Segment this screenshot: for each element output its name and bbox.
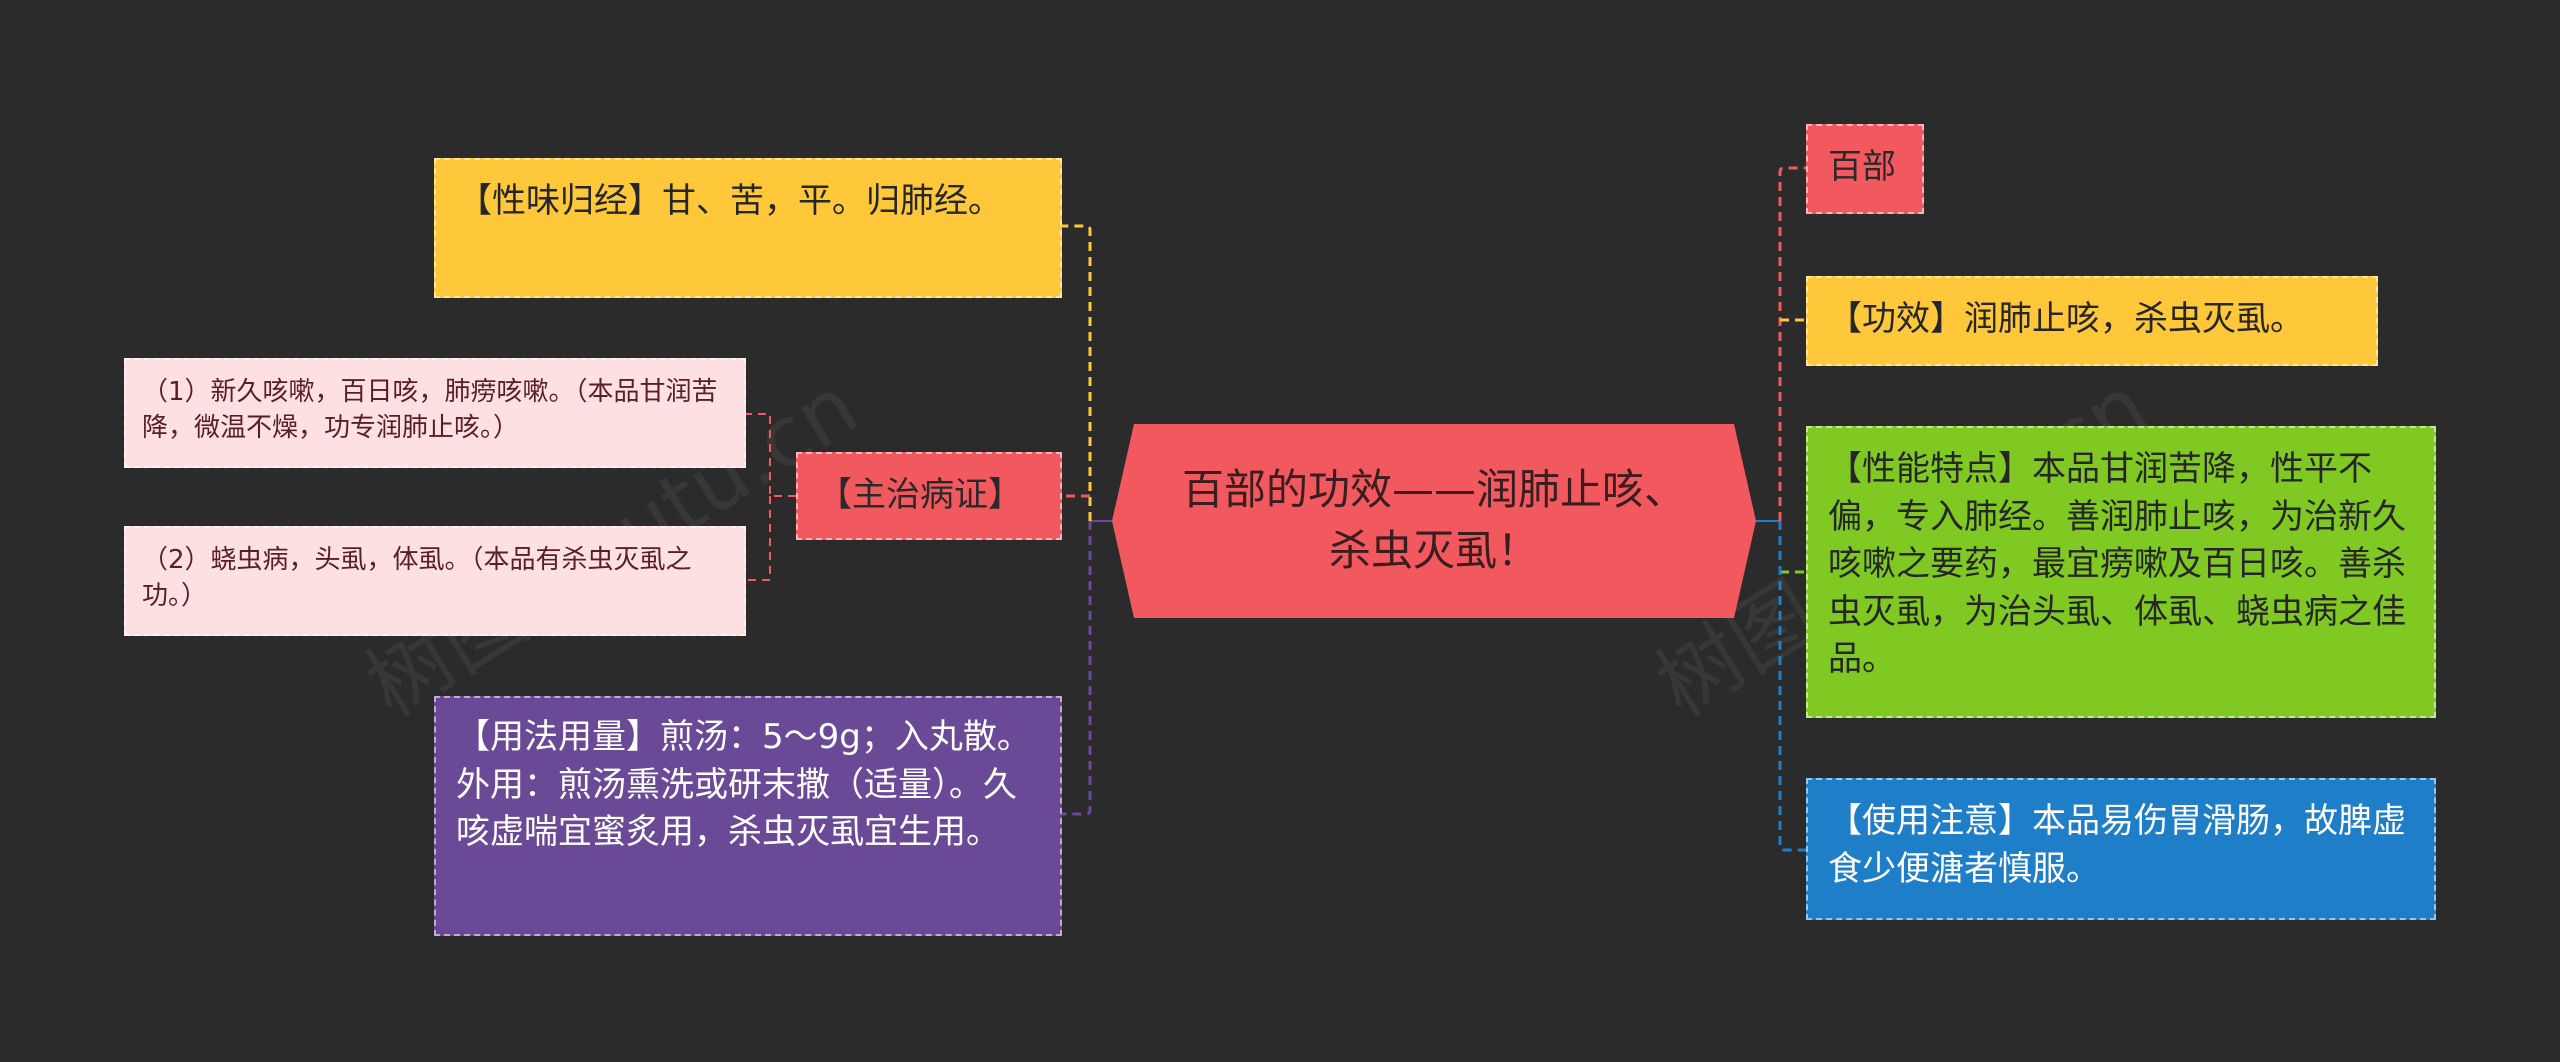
features-text: 【性能特点】本品甘润苦降，性平不偏，专入肺经。善润肺止咳，为治新久咳嗽之要药，最… bbox=[1828, 449, 2406, 680]
taste-meridian-node[interactable]: 【性味归经】甘、苦，平。归肺经。 bbox=[434, 158, 1062, 298]
connector-usage bbox=[1062, 521, 1092, 816]
central-topic-title: 百部的功效——润肺止咳、杀虫灭虱！ bbox=[1181, 465, 1686, 575]
features-node[interactable]: 【性能特点】本品甘润苦降，性平不偏，专入肺经。善润肺止咳，为治新久咳嗽之要药，最… bbox=[1806, 426, 2436, 718]
connector-taste bbox=[1062, 224, 1092, 521]
effect-text: 【功效】润肺止咳，杀虫灭虱。 bbox=[1828, 299, 2304, 339]
indication-item-2-text: （2）蛲虫病，头虱，体虱。（本品有杀虫灭虱之功。） bbox=[142, 545, 692, 612]
indication-item-1-text: （1）新久咳嗽，百日咳，肺痨咳嗽。（本品甘润苦降，微温不燥，功专润肺止咳。） bbox=[142, 377, 718, 444]
indications-node[interactable]: 【主治病证】 bbox=[796, 452, 1062, 540]
central-topic-shape bbox=[1112, 424, 1756, 618]
indication-item-1[interactable]: （1）新久咳嗽，百日咳，肺痨咳嗽。（本品甘润苦降，微温不燥，功专润肺止咳。） bbox=[124, 358, 746, 468]
caution-text: 【使用注意】本品易伤胃滑肠，故脾虚食少便溏者慎服。 bbox=[1828, 801, 2406, 889]
connector-name bbox=[1778, 166, 1806, 521]
indication-item-2[interactable]: （2）蛲虫病，头虱，体虱。（本品有杀虫灭虱之功。） bbox=[124, 526, 746, 636]
connector-caution bbox=[1778, 521, 1806, 852]
herb-name-text: 百部 bbox=[1828, 147, 1896, 187]
usage-dosage-text: 【用法用量】煎汤：5～9g；入丸散。外用：煎汤熏洗或研末撒（适量）。久咳虚喘宜蜜… bbox=[456, 717, 1031, 853]
indications-label: 【主治病证】 bbox=[818, 475, 1022, 515]
connector-indication-1 bbox=[746, 413, 796, 497]
central-topic[interactable]: 百部的功效——润肺止咳、杀虫灭虱！ bbox=[1112, 424, 1756, 618]
usage-dosage-node[interactable]: 【用法用量】煎汤：5～9g；入丸散。外用：煎汤熏洗或研末撒（适量）。久咳虚喘宜蜜… bbox=[434, 696, 1062, 936]
herb-name-node[interactable]: 百部 bbox=[1806, 124, 1924, 214]
effect-node[interactable]: 【功效】润肺止咳，杀虫灭虱。 bbox=[1806, 276, 2378, 366]
caution-node[interactable]: 【使用注意】本品易伤胃滑肠，故脾虚食少便溏者慎服。 bbox=[1806, 778, 2436, 920]
connector-indication-2 bbox=[746, 496, 771, 581]
taste-meridian-text: 【性味归经】甘、苦，平。归肺经。 bbox=[458, 181, 1002, 221]
